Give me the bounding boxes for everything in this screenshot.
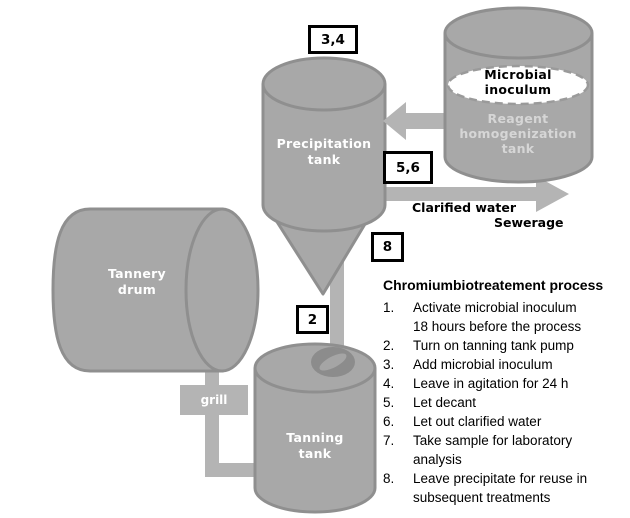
step-number: 6. [383,414,395,429]
reagent-tank-top [443,6,594,60]
tanning-tank-body [253,368,377,514]
process-list: Chromiumbiotreatement process 1. Activat… [383,276,630,507]
tanning-tank-label: Tanning tank [286,430,344,461]
step-number: 2. [383,338,395,353]
clarified-water-arrow [374,176,569,212]
process-title: Chromiumbiotreatement process [383,277,604,293]
grill-box [180,385,248,415]
tannery-drum-body [51,207,224,373]
step-box-2: 2 [296,305,329,334]
step-text: Let out clarified water [413,414,542,429]
step-number: 8. [383,471,395,486]
step-number: 5. [383,395,395,410]
precipitation-tank-label: Precipitation tank [276,136,372,167]
step-text: Take sample for laboratory analysis [413,433,573,467]
process-step-5: 5. Let decant [383,393,630,412]
process-step-1: 1. Activate microbial inoculum 18 hours … [383,298,630,336]
step-box-3-4: 3,4 [308,25,358,54]
process-step-2: 2. Turn on tanning tank pump [383,336,630,355]
step-text: Turn on tanning tank pump [413,338,574,353]
step-text: Add microbial inoculum [413,357,553,372]
microbial-inoculum-ellipse [446,64,590,106]
process-step-8: 8. Leave precipitate for reuse in subseq… [383,469,630,507]
process-step-7: 7. Take sample for laboratory analysis [383,431,630,469]
step-text: Activate microbial inoculum 18 hours bef… [413,300,582,334]
precipitation-tank-top [261,56,387,112]
step-number: 7. [383,433,395,448]
step-number: 3. [383,357,395,372]
process-step-3: 3. Add microbial inoculum [383,355,630,374]
step-text: Leave precipitate for reuse in subsequen… [413,471,588,505]
tannery-drum-label: Tannery drum [107,266,167,297]
reagent-to-precipitation-arrow [383,102,452,140]
step-text: Leave in agitation for 24 h [413,376,569,391]
tannery-drum-end-cap [184,207,260,373]
sewerage-label: Sewerage [494,215,564,230]
process-step-4: 4. Leave in agitation for 24 h [383,374,630,393]
microbial-inoculum-label: Microbial inoculum [484,67,552,97]
step-box-5-6: 5,6 [383,151,433,184]
precipitation-tank-body [261,84,387,233]
step-number: 4. [383,376,395,391]
reagent-tank-label: Reagent homogenization tank [459,111,577,156]
step-number: 1. [383,300,395,315]
grill-label: grill [200,393,228,407]
tanning-tank-pump-slash [319,353,347,371]
process-step-6: 6. Let out clarified water [383,412,630,431]
step-text: Let decant [413,395,477,410]
clarified-water-label: Clarified water [412,200,516,215]
pipe-elbow-to-tanning-tank [205,463,269,477]
step-box-8: 8 [371,232,404,262]
